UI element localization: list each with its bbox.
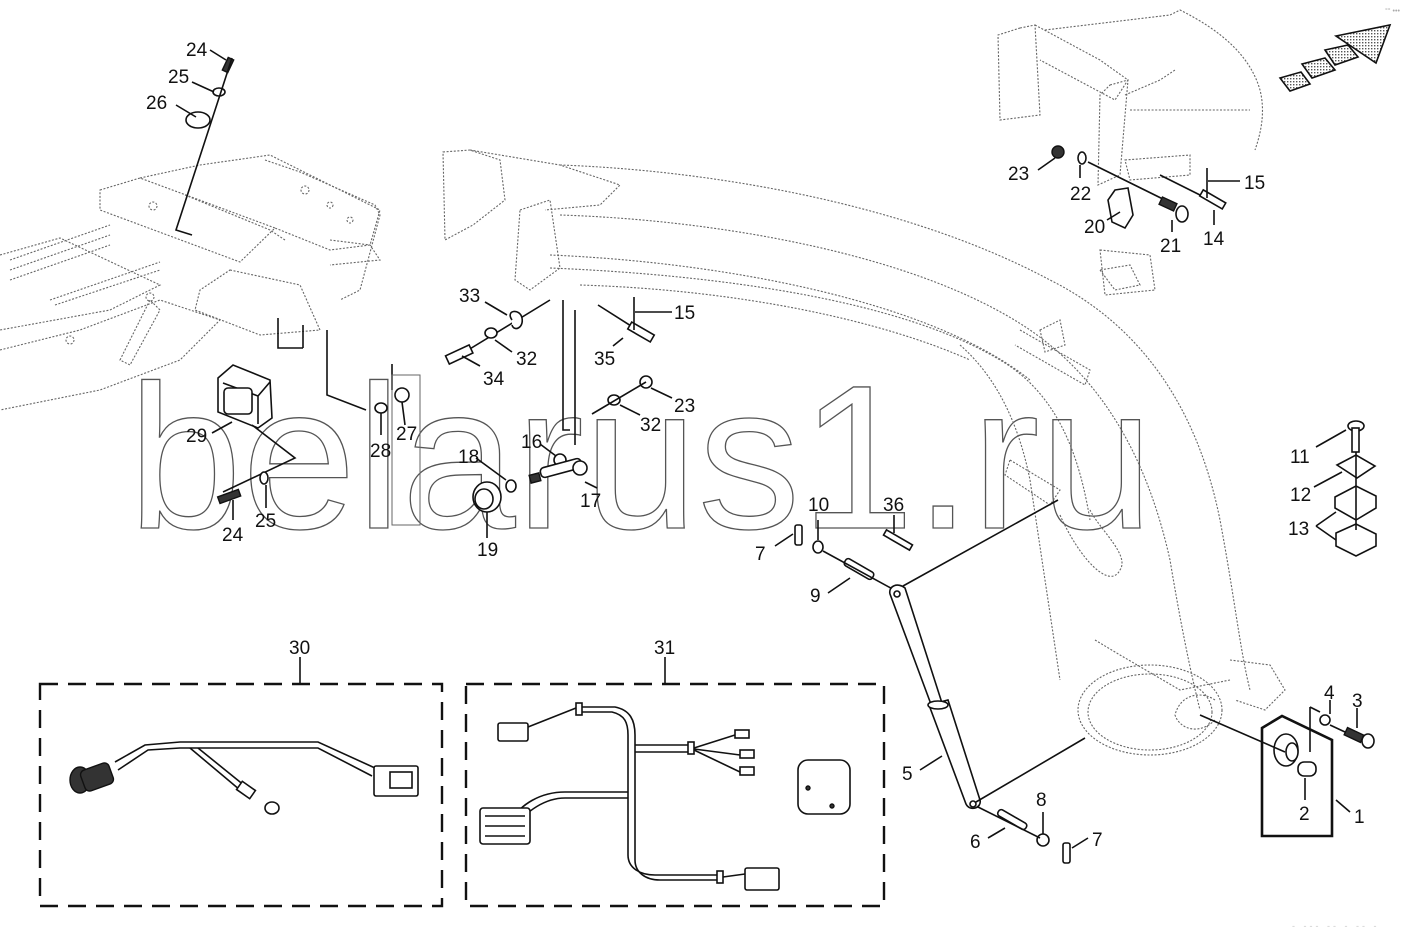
- callout-3: 3: [1352, 691, 1363, 712]
- callout-32b: 32: [640, 415, 661, 436]
- callout-14: 14: [1203, 229, 1225, 250]
- callout-19: 19: [477, 540, 498, 561]
- callout-31: 31: [654, 638, 675, 659]
- callout-11: 11: [1290, 447, 1310, 468]
- callout-26: 26: [146, 93, 167, 114]
- callout-15-center: 15: [674, 303, 695, 324]
- kit-30-box: [38, 657, 444, 908]
- callout-36: 36: [883, 495, 904, 516]
- callout-9: 9: [810, 586, 821, 607]
- callout-7b: 7: [1092, 830, 1103, 851]
- callout-5: 5: [902, 764, 913, 785]
- flange-assembly-1-4: [1199, 700, 1375, 838]
- callout-25: 25: [168, 67, 189, 88]
- callout-13: 13: [1288, 519, 1309, 540]
- callout-29: 29: [186, 426, 207, 447]
- callout-1: 1: [1354, 807, 1365, 828]
- callout-20: 20: [1084, 217, 1105, 238]
- lift-arm-frame: [442, 149, 1286, 756]
- top-right-bracket: [997, 9, 1264, 291]
- pins-36-10-7-9: [774, 499, 1059, 594]
- callout-21: 21: [1160, 236, 1181, 257]
- callout-22: 22: [1070, 184, 1091, 205]
- footer-code: - --- -- - -- -: [1292, 921, 1379, 931]
- callout-7a: 7: [755, 544, 766, 565]
- callout-17: 17: [580, 491, 601, 512]
- callout-23-top: 23: [1008, 164, 1029, 185]
- pin-assembly-16-19: [472, 443, 598, 538]
- left-frame-bracket: [0, 154, 381, 411]
- direction-arrow-icon: [1278, 23, 1392, 92]
- callout-35: 35: [594, 349, 615, 370]
- harness-31: [479, 702, 851, 891]
- pins-8-6-7: [977, 806, 1089, 864]
- watermark-text: belarus1.ru: [128, 343, 1154, 572]
- callout-30: 30: [289, 638, 310, 659]
- hydraulic-cylinder-5: [888, 584, 1086, 810]
- clamp-assembly-11-13: [1334, 420, 1377, 557]
- callout-10: 10: [808, 495, 829, 516]
- harness-30: [69, 741, 419, 815]
- work-lamp-29: [217, 364, 273, 429]
- callout-24: 24: [186, 40, 208, 61]
- callout-23-center: 23: [674, 396, 695, 417]
- callout-25b: 25: [255, 511, 276, 532]
- callout-33: 33: [459, 286, 480, 307]
- callout-2: 2: [1299, 804, 1310, 825]
- callout-32a: 32: [516, 349, 537, 370]
- callout-18: 18: [458, 447, 479, 468]
- pin-assembly-center: [444, 297, 672, 445]
- callout-24b: 24: [222, 525, 244, 546]
- callout-28: 28: [370, 441, 391, 462]
- callout-27: 27: [396, 424, 417, 445]
- callout-15-top: 15: [1244, 173, 1265, 194]
- corner-mark: °° •••: [1385, 7, 1400, 15]
- callout-6: 6: [970, 832, 981, 853]
- kit-31-box: [464, 657, 886, 908]
- callout-12: 12: [1290, 485, 1311, 506]
- callout-4: 4: [1324, 683, 1335, 704]
- callout-34: 34: [483, 369, 505, 390]
- pin-assembly-top-right: [1051, 145, 1240, 230]
- callout-16: 16: [521, 432, 542, 453]
- callout-8: 8: [1036, 790, 1047, 811]
